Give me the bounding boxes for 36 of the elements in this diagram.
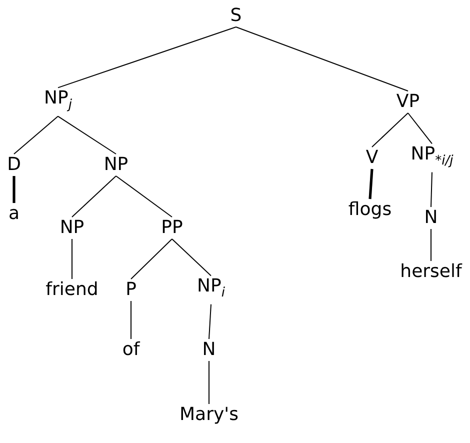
tree-node-label: N	[202, 340, 216, 360]
tree-branch	[208, 304, 212, 340]
tree-branch	[72, 176, 116, 218]
tree-node-label: herself	[400, 262, 462, 282]
tree-node-label: NP	[104, 155, 128, 175]
tree-branch	[430, 228, 432, 262]
tree-branch	[430, 172, 432, 208]
tree-branch	[368, 168, 374, 200]
tree-node-label: friend	[46, 280, 98, 300]
tree-branch	[116, 176, 172, 218]
tree-node-label: of	[122, 340, 140, 360]
tree-node-label: NP$_{j}$	[44, 88, 72, 116]
tree-branch	[236, 26, 408, 92]
tree-branch	[14, 116, 58, 154]
tree-node-label: flogs	[348, 200, 392, 220]
tree-node-label: P	[126, 280, 136, 300]
tree-branch	[12, 176, 16, 203]
tree-node-label: NP	[60, 218, 84, 238]
tree-branch	[58, 116, 116, 154]
tree-branch	[58, 26, 236, 88]
tree-node-label: a	[8, 204, 20, 224]
tree-node-label: S	[230, 6, 242, 26]
tree-branch	[172, 238, 212, 276]
tree-node-label: NP$_{i}$	[197, 276, 225, 304]
tree-node-label: D	[7, 155, 21, 175]
tree-node-label: NP$_{*i/j}$	[410, 144, 454, 172]
tree-node-label: V	[366, 148, 378, 168]
tree-branch	[408, 112, 432, 144]
tree-node-label: Mary's	[180, 405, 238, 425]
tree-node-label: VP	[396, 92, 420, 112]
tree-branch	[208, 360, 210, 404]
tree-branch	[130, 238, 172, 280]
tree-branch	[130, 300, 132, 340]
tree-node-label: PP	[161, 218, 183, 238]
tree-branch	[372, 112, 408, 148]
tree-node-label: N	[424, 208, 438, 228]
